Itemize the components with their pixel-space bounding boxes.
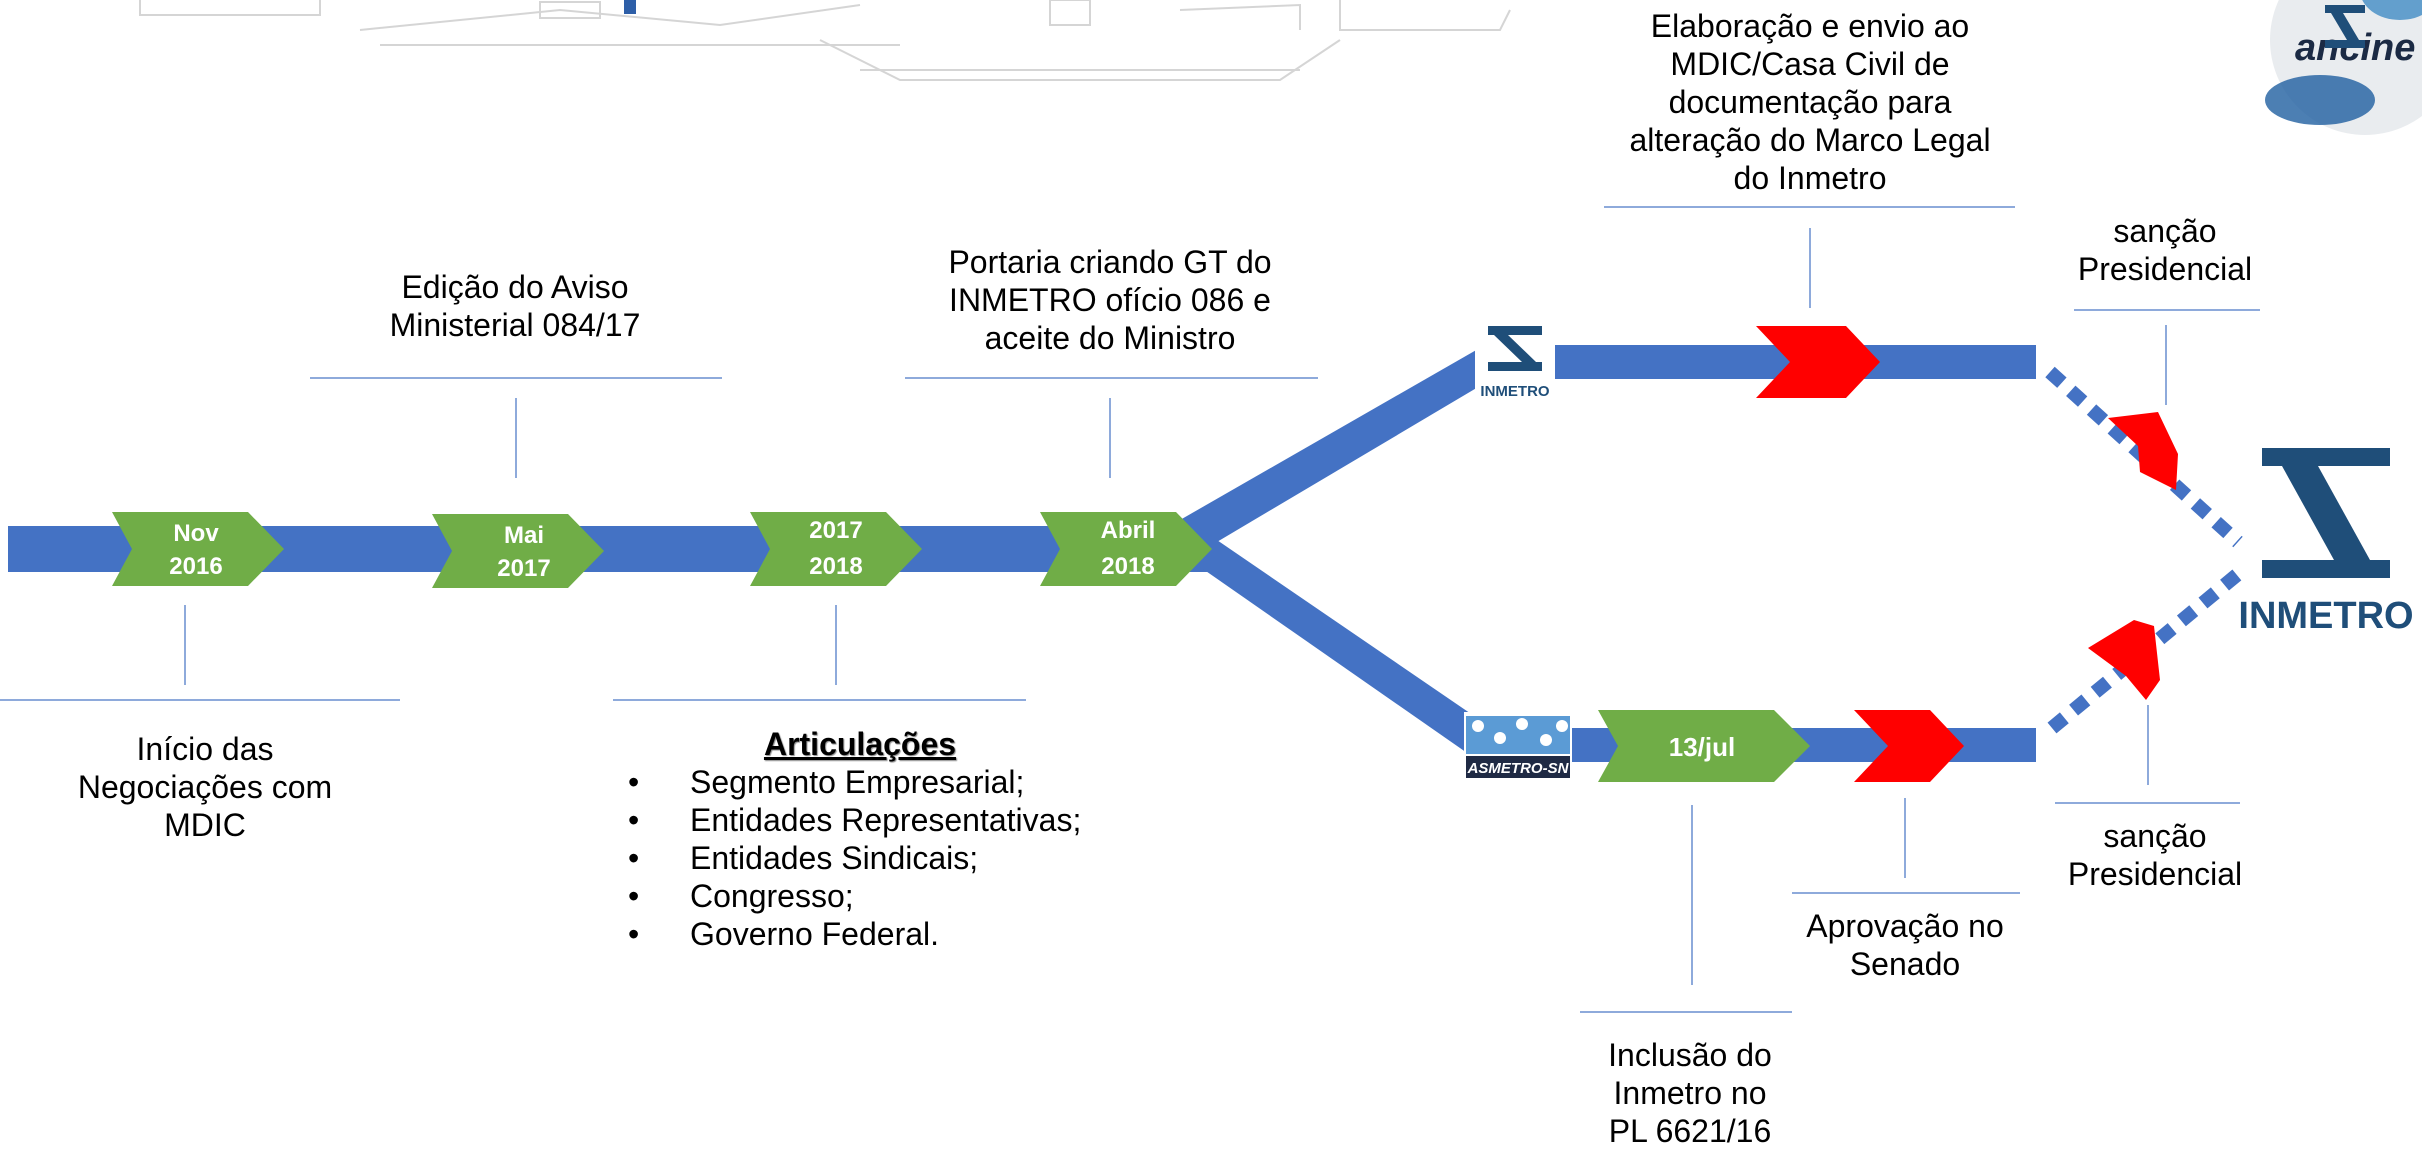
label-edicao-aviso: Edição do Aviso Ministerial 084/17 xyxy=(389,269,641,343)
milestone-mai-2017: Mai 2017 xyxy=(432,514,604,588)
label-inicio-negociacoes: Início das Negociações com MDIC xyxy=(77,731,333,843)
milestone-abril-2018: Abril 2018 xyxy=(1040,512,1212,586)
list-item: Entidades Representativas; xyxy=(628,801,1180,839)
list-item: Congresso; xyxy=(628,877,1180,915)
red-chevron-diag-bottom xyxy=(2088,620,2160,700)
upper-branch-bar xyxy=(1520,345,2036,379)
label-sancao-top: sanção Presidencial xyxy=(2077,213,2253,287)
label-elaboracao-envio: Elaboração e envio ao MDIC/Casa Civil de… xyxy=(1629,8,1991,196)
ancine-logo: ancine xyxy=(2265,0,2422,135)
articulacoes-block: Articulações Segmento Empresarial; Entid… xyxy=(620,725,1180,953)
milestone-label-line1: Abril xyxy=(1101,517,1156,544)
milestone-2017-2018: 2017 2018 xyxy=(750,512,922,586)
milestone-label-line1: 13/jul xyxy=(1669,732,1735,762)
milestone-label-line1: Mai xyxy=(504,522,544,549)
milestone-label-line2: 2017 xyxy=(497,555,550,582)
upper-branch-diagonal xyxy=(1180,345,1490,555)
red-chevron-lower xyxy=(1854,710,1964,782)
inmetro-big-logo-text: INMETRO xyxy=(2238,595,2413,637)
asmetro-logo: ASMETRO-SN xyxy=(1464,712,1572,778)
list-item: Segmento Empresarial; xyxy=(628,763,1180,801)
milestone-label-line2: 2018 xyxy=(1101,553,1154,580)
list-item: Entidades Sindicais; xyxy=(628,839,1180,877)
inmetro-small-logo: INMETRO xyxy=(1475,322,1555,402)
label-portaria-gt: Portaria criando GT do INMETRO ofício 08… xyxy=(948,244,1272,356)
header-blue-block xyxy=(624,0,636,14)
milestone-13-jul: 13/jul xyxy=(1598,710,1810,782)
milestone-label-line2: 2016 xyxy=(169,553,222,580)
red-chevron-diag-top xyxy=(2108,412,2178,490)
articulacoes-title: Articulações xyxy=(763,726,957,762)
milestone-label-line2: 2018 xyxy=(809,553,862,580)
articulacoes-list: Segmento Empresarial; Entidades Represen… xyxy=(620,763,1180,953)
red-chevron-upper xyxy=(1756,326,1880,398)
label-aprovacao-senado: Aprovação no Senado xyxy=(1806,908,2004,982)
header-illustration xyxy=(139,0,1511,81)
inmetro-big-logo: INMETRO xyxy=(2238,448,2414,637)
asmetro-logo-text: ASMETRO-SN xyxy=(1467,760,1570,777)
milestone-label-line1: 2017 xyxy=(809,517,862,544)
inmetro-small-logo-text: INMETRO xyxy=(1480,383,1549,400)
lower-branch-diagonal xyxy=(1180,525,1480,755)
milestone-nov-2016: Nov 2016 xyxy=(112,512,284,586)
connector-lines xyxy=(0,206,2260,1013)
list-item: Governo Federal. xyxy=(628,915,1180,953)
milestone-label-line1: Nov xyxy=(173,520,219,547)
label-inclusao-pl: Inclusão do Inmetro no PL 6621/16 xyxy=(1608,1037,1772,1149)
label-sancao-bottom: sanção Presidencial xyxy=(2067,818,2243,892)
